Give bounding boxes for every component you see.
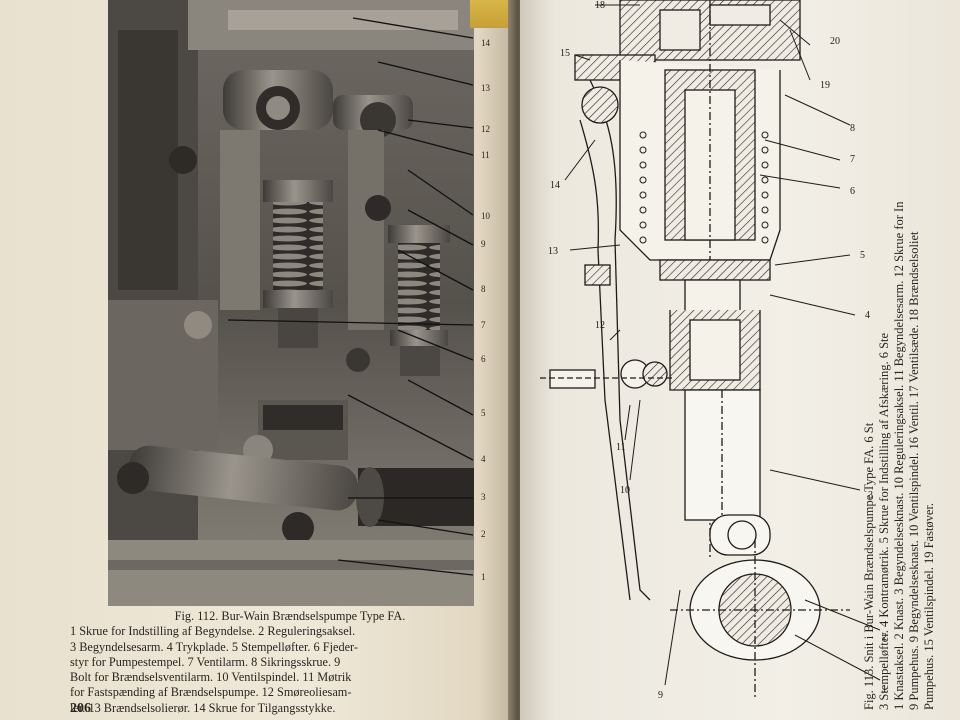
drawing-callout-12: 12 [595,320,605,331]
cross-section-drawing: 18 15 20 19 8 7 6 14 5 13 4 12 11 10 3 2… [540,0,887,701]
drawing-callout-5: 5 [860,250,865,261]
drawing-callout-11: 11 [616,442,626,453]
caption-line: 1 Skrue for Indstilling af Begyndelse. 2… [70,624,356,639]
photo-callout-5: 5 [481,408,486,418]
photo-callout-8: 8 [481,284,486,294]
caption-line: Fig. 113. Snit i Bur-Wain Brændselspumpe… [862,422,876,710]
photo-callout-7: 7 [481,320,486,330]
photo-callout-11: 11 [481,150,490,160]
photo-callout-labels: 14 13 12 11 10 9 8 7 6 5 4 3 2 1 [481,38,491,582]
caption-line: Pumpehus. 15 Ventilspindel. 19 Fastøver. [922,502,936,710]
engine-photo-illustration [108,0,474,606]
drawing-callout-6: 6 [850,186,855,197]
photo-callout-2: 2 [481,529,486,539]
caption-line: 3 Begyndelsesarm. 4 Trykplade. 5 Stempel… [70,639,359,654]
photo-callout-10: 10 [481,211,491,221]
photo-callout-14: 14 [481,38,491,48]
caption-line: 9 Pumpehus. 9 Begyndelsesknast. 10 Venti… [907,231,921,710]
photo-callout-13: 13 [481,83,491,93]
drawing-callout-9: 9 [658,690,663,701]
caption-line: 1 Knastaksel. 2 Knast. 3 Begyndelsesknas… [892,201,906,710]
photo-callout-6: 6 [481,354,486,364]
caption-line: styr for Pumpestempel. 7 Ventilarm. 8 Si… [70,654,341,669]
page-number: 206 [70,701,91,716]
drawing-callout-10: 10 [620,485,630,496]
drawing-callout-8: 8 [850,123,855,134]
figure-112-title: Fig. 112. Bur-Wain Brændselspumpe Type F… [174,609,406,623]
photo-callout-3: 3 [481,492,486,502]
photo-callout-4: 4 [481,454,486,464]
drawing-callout-15: 15 [560,48,570,59]
drawing-callout-4: 4 [865,310,870,321]
caption-line: ler. 13 Brændselsolierør. 14 Skrue for T… [70,700,336,715]
drawing-callout-19: 19 [820,80,830,91]
engine-photograph [108,0,474,606]
drawing-callout-1: 1 [882,684,887,695]
figure-113-caption: Fig. 113. Snit i Bur-Wain Brændselspumpe… [862,10,942,710]
caption-line: for Fastspænding af Brændselspumpe. 12 S… [70,685,352,700]
caption-line: 3 Stempelløfter. 4 Kontramøtrik. 5 Skrue… [877,332,891,710]
drawing-callout-labels: 18 15 20 19 8 7 6 14 5 13 4 12 11 10 3 2… [548,0,887,701]
drawing-callout-7: 7 [850,154,855,165]
photo-leader-lines: 14 13 12 11 10 9 8 7 6 5 4 3 2 1 [227,17,491,582]
photo-callout-1: 1 [481,572,486,582]
drawing-callout-20: 20 [830,36,840,47]
photo-callout-9: 9 [481,239,486,249]
drawing-callout-2: 2 [882,632,887,643]
figure-112-caption: Fig. 112. Bur-Wain Brændselspumpe Type F… [70,609,510,716]
caption-line: Bolt for Brændselsventilarm. 10 Ventilsp… [70,670,352,685]
drawing-callout-18: 18 [595,0,605,11]
drawing-callout-3: 3 [868,490,873,501]
drawing-callout-14: 14 [550,180,560,191]
photo-callout-12: 12 [481,124,490,134]
drawing-callout-13: 13 [548,246,558,257]
